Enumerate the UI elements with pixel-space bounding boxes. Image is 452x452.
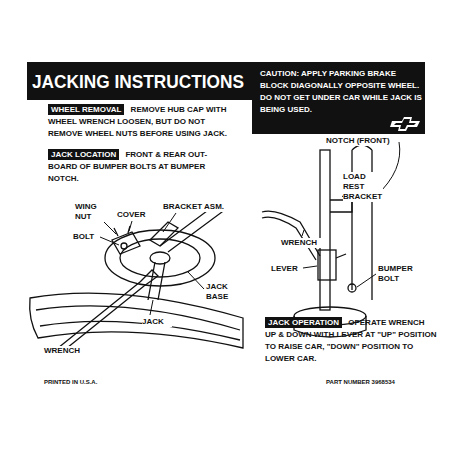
left-illustration: [30, 205, 243, 352]
bowtie-emblem: [390, 117, 420, 131]
part-label: BRACKET ASM.: [163, 202, 233, 212]
part-label: NOTCH (FRONT): [326, 136, 398, 146]
instruction-text: CAUTION: APPLY PARKING BRAKE BLOCK DIAGO…: [260, 69, 422, 114]
section-heading: JACK LOCATION: [48, 149, 119, 160]
part-label: BOLT: [73, 232, 99, 242]
part-label: WRENCH: [44, 346, 88, 356]
part-label: BUMPER BOLT: [378, 264, 418, 284]
part-label: JACK: [142, 317, 172, 327]
left-leader-lines: [100, 213, 204, 315]
part-label: LOAD REST BRACKET: [343, 172, 383, 202]
part-label: LEVER: [271, 264, 303, 274]
decal-title: JACKING INSTRUCTIONS: [32, 70, 244, 94]
part-label: COVER: [117, 210, 151, 220]
section-heading: WHEEL REMOVAL: [48, 104, 124, 115]
footer-note: PRINTED IN U.S.A.: [44, 378, 134, 386]
part-label: JACK BASE: [206, 282, 242, 302]
instruction-block: WHEEL REMOVAL REMOVE HUB CAP WITH WHEEL …: [48, 104, 236, 140]
instruction-block: JACK OPERATION OPERATE WRENCH UP & DOWN …: [265, 317, 437, 365]
bowtie-inner: [394, 119, 416, 129]
part-label: WING NUT: [75, 202, 105, 222]
section-heading: JACK OPERATION: [265, 317, 342, 328]
caution-box: CAUTION: APPLY PARKING BRAKE BLOCK DIAGO…: [260, 68, 422, 116]
instruction-block: JACK LOCATION FRONT & REAR OUT- BOARD OF…: [48, 149, 236, 185]
footer-note: PART NUMBER 3968534: [326, 378, 426, 386]
part-label: WRENCH: [281, 238, 325, 248]
